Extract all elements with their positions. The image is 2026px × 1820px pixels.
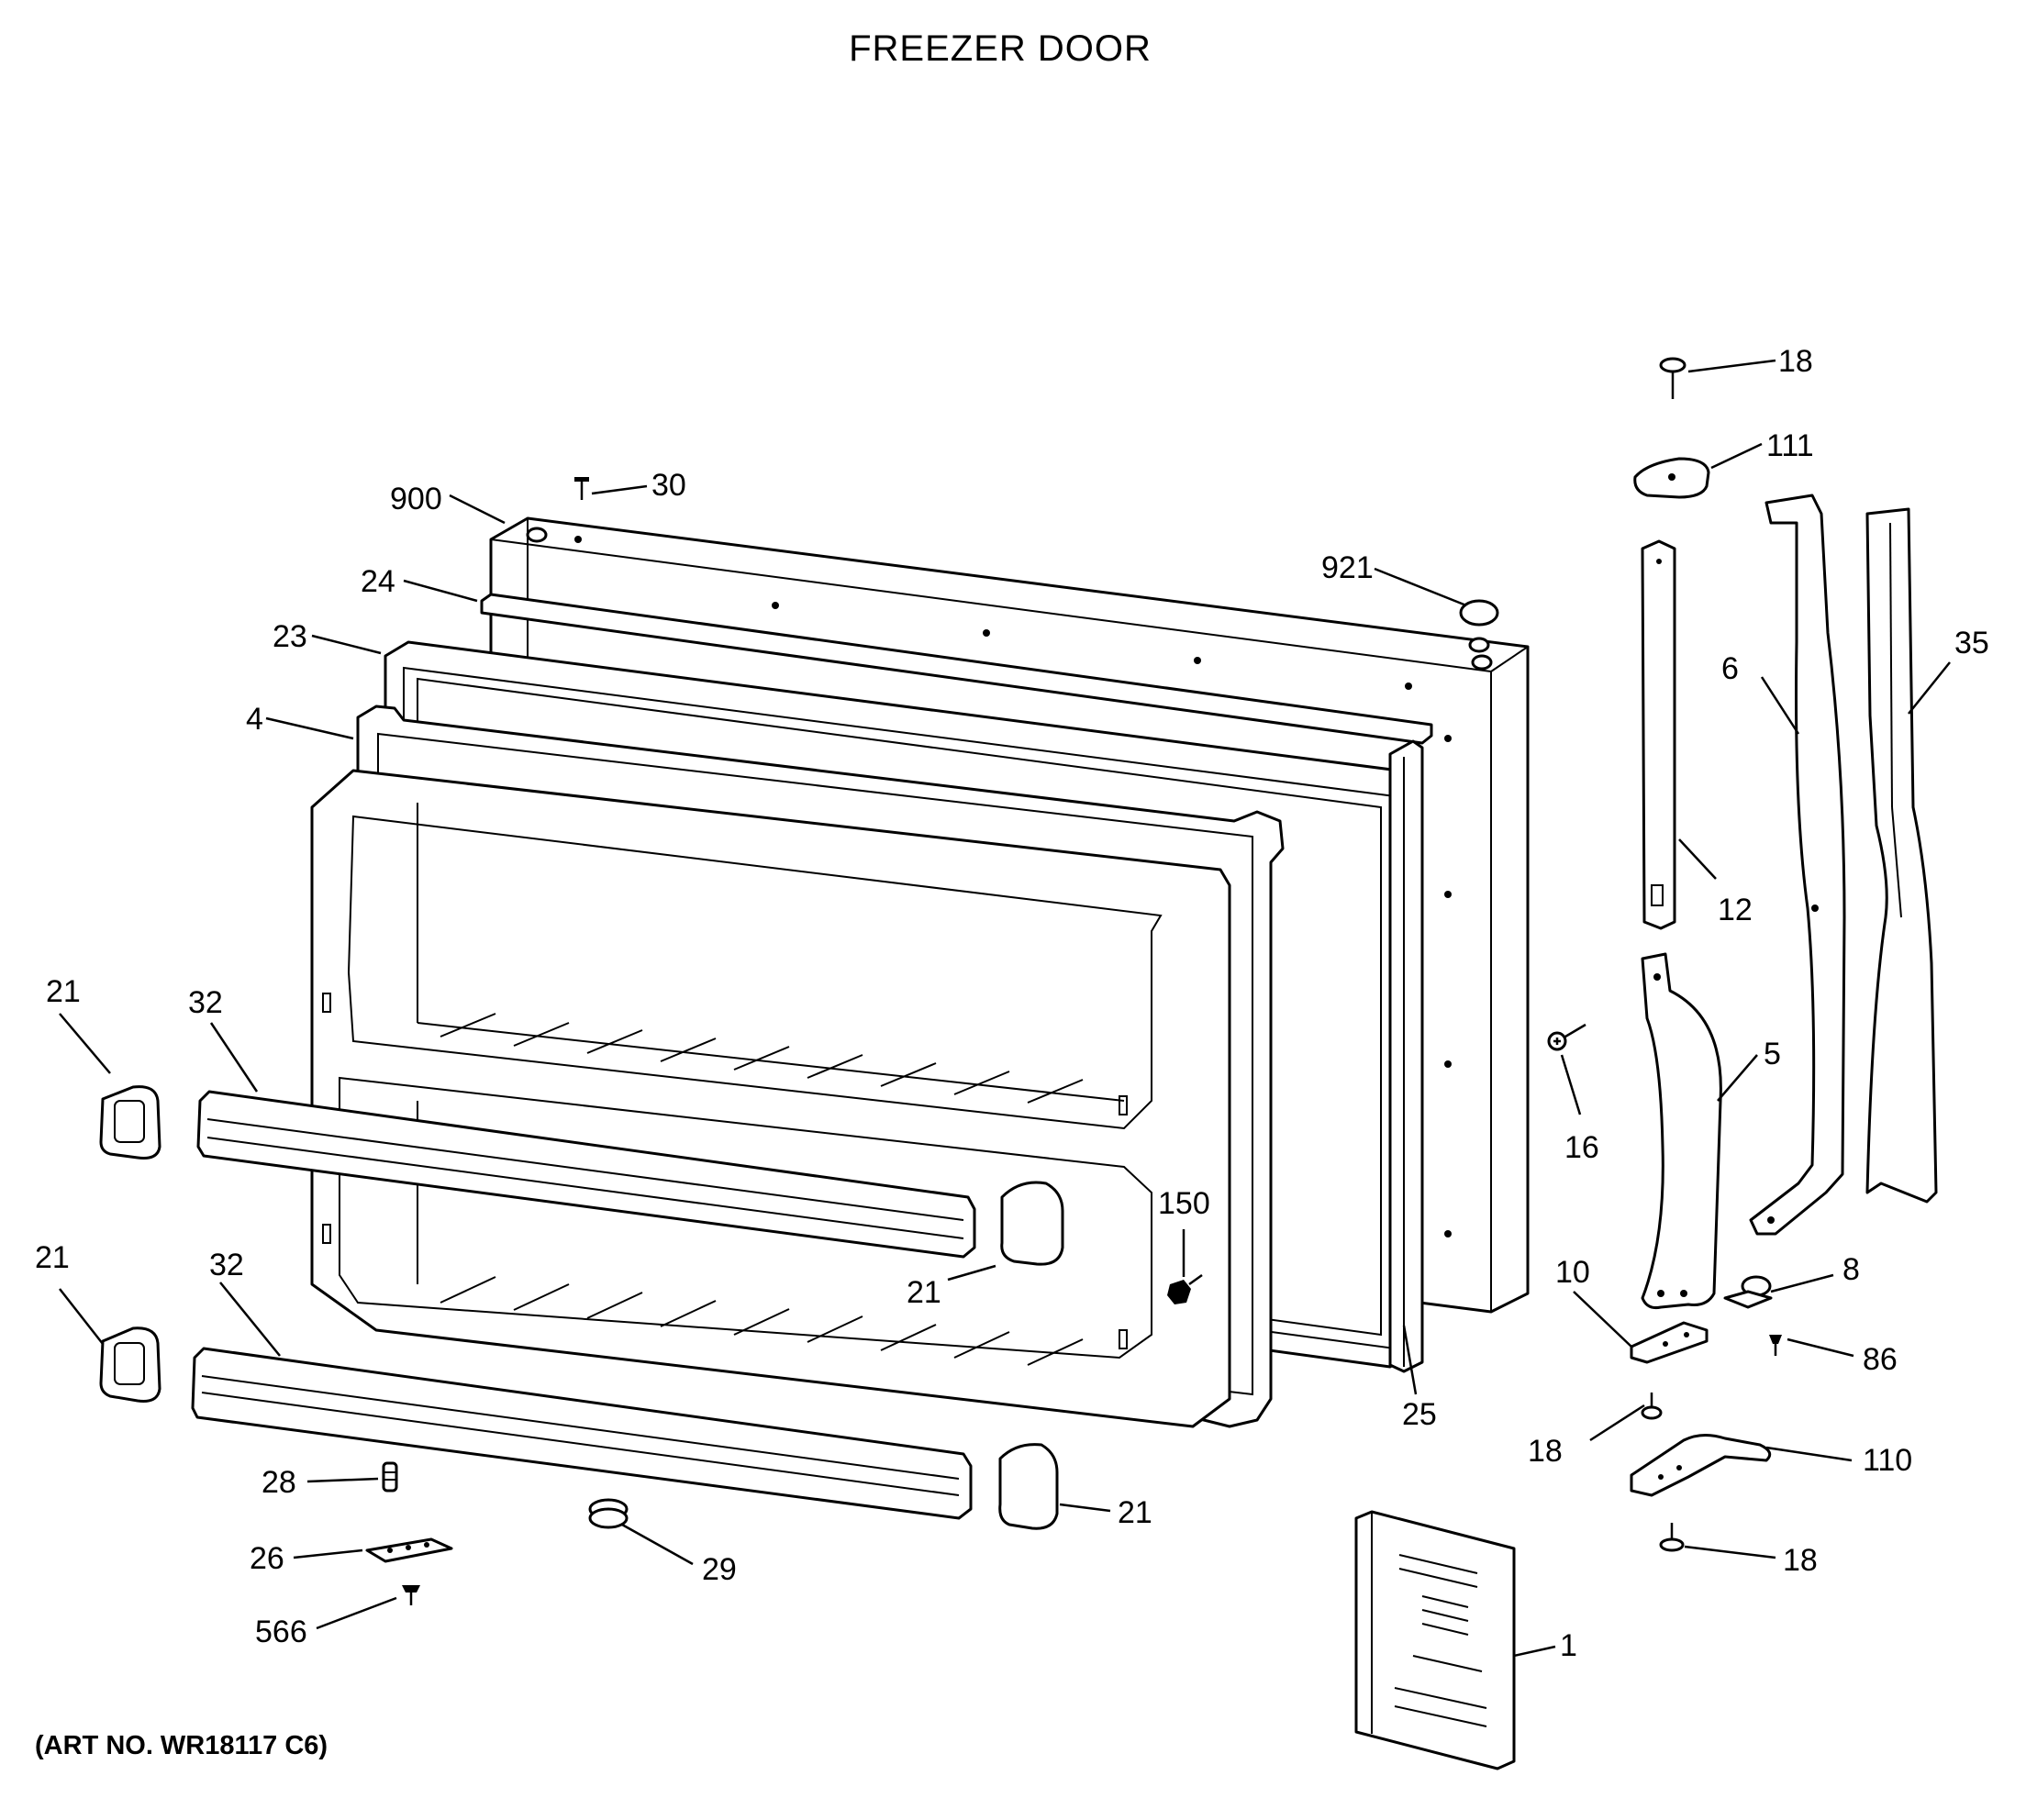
callout-4: 4: [246, 702, 263, 737]
handle-5: [1641, 952, 1722, 1309]
callout-25: 25: [1402, 1397, 1437, 1432]
callout-18: 18: [1528, 1434, 1563, 1469]
screw-86: [1769, 1335, 1782, 1356]
hinge-10: [1630, 1321, 1709, 1364]
screw-18-top: [1659, 357, 1686, 399]
shelf-ribs-lower: [440, 1276, 1084, 1366]
callout-900: 900: [390, 482, 442, 516]
screw-16: [1547, 1023, 1586, 1051]
callout-6: 6: [1721, 651, 1739, 686]
plug-29: [588, 1498, 629, 1529]
callout-110: 110: [1863, 1443, 1912, 1478]
callout-32: 32: [188, 985, 223, 1020]
door-liner: [310, 769, 1231, 1428]
callout-29: 29: [702, 1552, 737, 1587]
shelf-bar-upper: [196, 1090, 976, 1259]
screw-28: [382, 1461, 398, 1493]
screw-566: [402, 1585, 420, 1605]
callout-18: 18: [1778, 344, 1813, 379]
shelf-end-cap-left-lower: [99, 1326, 161, 1403]
callout-28: 28: [262, 1465, 296, 1500]
callout-921: 921: [1321, 550, 1374, 585]
breaker-strip-top: [480, 593, 1433, 745]
shelf-end-cap-right-lower: [998, 1443, 1059, 1530]
bottom-hinge-110: [1630, 1434, 1772, 1497]
callout-labels: 18 111 30 900 921 24 23 4 35 6 12 21 32 …: [35, 344, 1989, 1663]
breaker-strip-side: [1388, 739, 1424, 1373]
callout-1: 1: [1560, 1628, 1577, 1663]
shelf-ribs-upper: [440, 1013, 1084, 1104]
callout-8: 8: [1842, 1252, 1860, 1287]
callout-21: 21: [907, 1275, 941, 1310]
screw-18-mid: [1641, 1393, 1663, 1420]
callout-150: 150: [1158, 1186, 1210, 1221]
callout-566: 566: [255, 1615, 307, 1649]
callout-18: 18: [1783, 1543, 1818, 1578]
callout-30: 30: [651, 468, 686, 503]
screw-18-bottom: [1659, 1523, 1685, 1552]
callout-21: 21: [35, 1240, 70, 1275]
diagram-title: FREEZER DOOR: [849, 28, 1152, 69]
callout-16: 16: [1564, 1130, 1599, 1165]
callout-26: 26: [250, 1541, 284, 1576]
trim-35: [1865, 507, 1938, 1204]
callout-111: 111: [1766, 428, 1814, 463]
callout-32: 32: [209, 1248, 244, 1282]
hinge-bar-12: [1641, 539, 1676, 930]
shelf-end-cap-right-upper: [1000, 1181, 1064, 1266]
hinge-strap-6: [1749, 494, 1846, 1236]
hinge-111: [1633, 457, 1710, 499]
leader-lines: [59, 359, 1951, 1658]
callout-86: 86: [1863, 1342, 1898, 1377]
shelf-bar-lower: [191, 1347, 973, 1520]
callout-21: 21: [46, 974, 81, 1009]
screw-150: [1167, 1273, 1203, 1304]
callout-24: 24: [361, 564, 395, 599]
art-number: (ART NO. WR18117 C6): [35, 1731, 328, 1760]
screw-30: [574, 477, 589, 500]
shelf-end-cap-left-upper: [99, 1085, 161, 1160]
callout-35: 35: [1954, 626, 1989, 660]
owners-manual: [1354, 1510, 1516, 1770]
callout-12: 12: [1718, 893, 1753, 927]
plug-921: [1459, 599, 1499, 627]
bracket-26: [365, 1537, 453, 1563]
callout-10: 10: [1555, 1255, 1590, 1290]
callout-5: 5: [1764, 1037, 1781, 1071]
shim-8: [1723, 1275, 1773, 1309]
callout-21: 21: [1118, 1495, 1152, 1530]
callout-23: 23: [273, 619, 307, 654]
